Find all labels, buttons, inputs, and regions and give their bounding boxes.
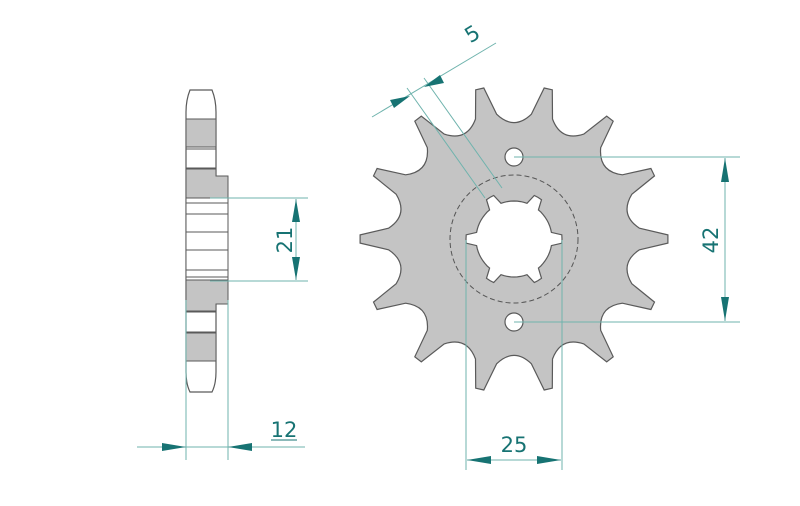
pitch-circle-dashed [449,174,579,304]
side-band-1 [185,118,217,148]
dimension-25-label: 25 [501,433,528,457]
dimension-21-label: 21 [273,227,297,254]
side-view: 21 12 [137,89,308,460]
dimension-12-label: 12 [271,418,298,442]
side-hub-middle [185,197,229,281]
dimension-12: 12 [137,418,305,451]
side-hub-lower [185,279,229,312]
dimension-42: 42 [514,156,740,323]
dimension-5-label: 5 [460,20,484,47]
spline-bore [465,194,563,284]
side-band-2 [185,332,217,362]
dimension-42-label: 42 [699,227,723,254]
front-view: 42 25 5 [359,20,740,470]
dimension-21: 21 [273,199,300,280]
side-hub-upper [185,168,229,199]
dimension-25: 25 [465,240,563,470]
